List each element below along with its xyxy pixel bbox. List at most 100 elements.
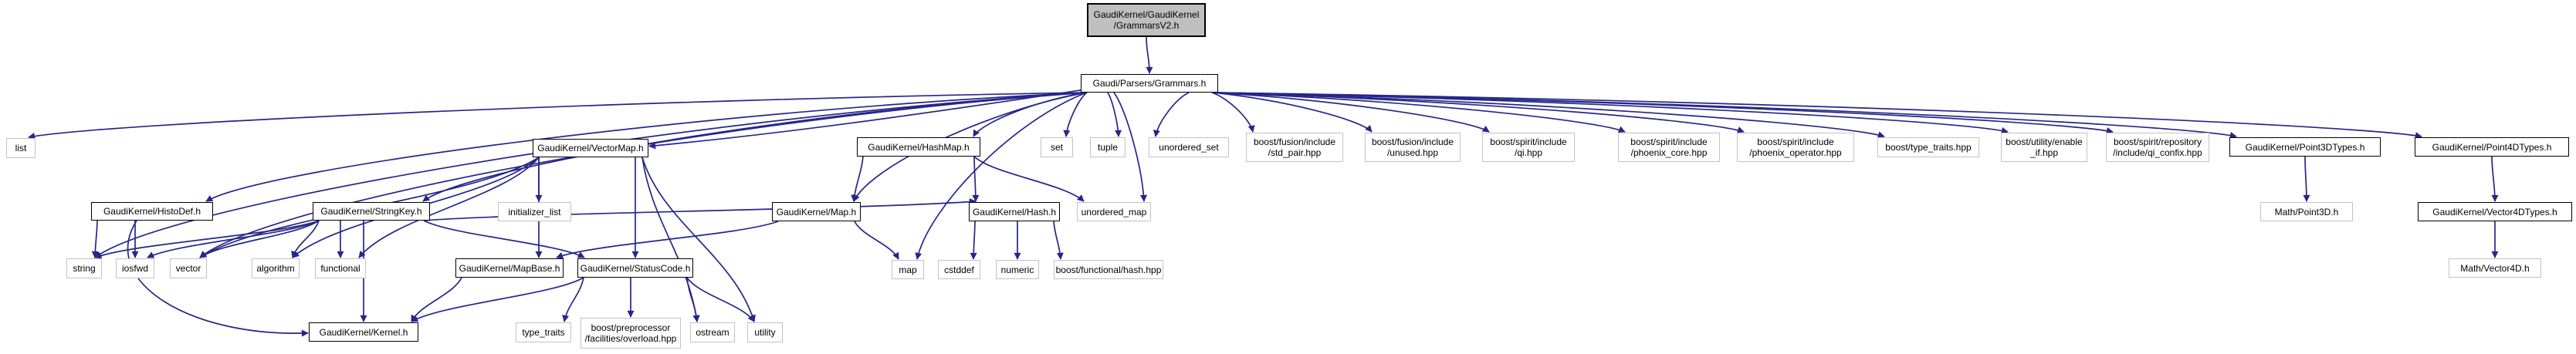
node-label: /qi.hpp [1514, 147, 1543, 158]
node-qi: boost/spirit/include/qi.hpp [1482, 133, 1575, 162]
node-label: boost/spirit/include [1757, 137, 1834, 147]
node-phoenix_core: boost/spirit/include/phoenix_core.hpp [1618, 133, 1720, 162]
edge-statuscode-to-type_traits_std [562, 277, 584, 322]
edge-stringkey-to-statuscode [423, 220, 585, 258]
edge-hash_h-to-boost_hash [1053, 221, 1064, 260]
node-label: vector [175, 263, 201, 274]
node-set: set [1041, 137, 1073, 157]
node-label: boost/spirit/repository [2113, 137, 2202, 147]
node-label: cstddef [944, 264, 974, 275]
node-label: /facilities/overload.hpp [584, 333, 677, 344]
edge-hashmap-to-hash_h [972, 156, 980, 202]
node-hashmap[interactable]: GaudiKernel/HashMap.h [857, 137, 980, 157]
edge-grammars-to-histodef [205, 92, 1088, 202]
node-label: /GrammarsV2.h [1113, 20, 1180, 31]
node-point4dtypes[interactable]: GaudiKernel/Point4DTypes.h [2415, 137, 2569, 157]
node-stringkey[interactable]: GaudiKernel/StringKey.h [313, 202, 430, 221]
node-unordered_map: unordered_map [1077, 202, 1151, 221]
edge-grammars-to-phoenix_core [1211, 92, 1626, 133]
edge-grammars-to-std_pair [1211, 92, 1255, 133]
node-statuscode[interactable]: GaudiKernel/StatusCode.h [577, 258, 693, 278]
node-iosfwd: iosfwd [116, 258, 154, 278]
node-label: boost/spirit/include [1490, 137, 1567, 147]
edge-map_h-to-mapbase [556, 221, 779, 259]
edge-grammars-to-set [1063, 92, 1088, 137]
edge-histodef-to-string [91, 220, 99, 258]
node-type_traits_std: type_traits [516, 322, 571, 342]
edge-grammars-to-tuple [1107, 92, 1122, 137]
edge-point4dtypes-to-vector4dtypes [2491, 156, 2499, 202]
node-label: boost/fusion/include [1253, 137, 1336, 147]
node-overload: boost/preprocessor/facilities/overload.h… [581, 318, 681, 349]
node-label: iosfwd [121, 263, 148, 274]
node-math_point3d: Math/Point3D.h [2260, 202, 2353, 221]
node-enable_if: boost/utility/enable_if.hpp [2001, 133, 2087, 162]
node-std_pair: boost/fusion/include/std_pair.hpp [1246, 133, 1343, 162]
node-label: GaudiKernel/GaudiKernel [1093, 9, 1200, 20]
edge-grammars-to-unordered_set [1153, 92, 1190, 137]
node-vector4dtypes[interactable]: GaudiKernel/Vector4DTypes.h [2418, 202, 2572, 221]
node-label: GaudiKernel/Vector4DTypes.h [2432, 206, 2557, 217]
edge-grammars-to-vector [199, 92, 1088, 258]
node-label: boost/fusion/include [1371, 137, 1454, 147]
edge-grammars-to-unordered_map [1113, 92, 1147, 202]
node-functional: functional [315, 258, 366, 278]
node-map_h[interactable]: GaudiKernel/Map.h [772, 202, 861, 221]
node-string: string [66, 258, 102, 278]
edge-hashmap-to-unordered_map [973, 156, 1085, 202]
node-label: GaudiKernel/HistoDef.h [103, 206, 201, 217]
node-grammarsv2: GaudiKernel/GaudiKernel/GrammarsV2.h [1087, 3, 1206, 37]
node-label: /phoenix_operator.hpp [1749, 147, 1842, 158]
node-label: /include/qi_confix.hpp [2113, 147, 2202, 158]
edge-point3dtypes-to-math_point3d [2303, 156, 2310, 202]
edge-statuscode-to-kernel [411, 277, 584, 322]
edge-grammars-to-point3dtypes [1211, 92, 2237, 139]
node-point3dtypes[interactable]: GaudiKernel/Point3DTypes.h [2229, 137, 2381, 157]
node-vectormap[interactable]: GaudiKernel/VectorMap.h [533, 139, 648, 157]
edge-grammars-to-map_std [915, 92, 1088, 260]
node-vector: vector [170, 258, 207, 278]
node-label: functional [320, 263, 361, 274]
node-label: _if.hpp [2029, 147, 2059, 158]
edge-grammars-to-qi [1211, 92, 1490, 133]
node-label: unordered_set [1159, 142, 1219, 153]
node-label: Gaudi/Parsers/Grammars.h [1092, 78, 1207, 89]
node-label: GaudiKernel/StatusCode.h [580, 262, 691, 274]
node-boost_hash: boost/functional/hash.hpp [1054, 260, 1163, 279]
node-label: /std_pair.hpp [1268, 147, 1322, 158]
node-grammars[interactable]: Gaudi/Parsers/Grammars.h [1081, 74, 1218, 93]
node-histodef[interactable]: GaudiKernel/HistoDef.h [91, 202, 213, 221]
edge-map_h-to-map_std [854, 221, 899, 260]
edge-grammars-to-point4dtypes [1211, 92, 2422, 140]
node-label: type_traits [522, 327, 565, 338]
edge-grammars-to-vectormap [648, 89, 1086, 150]
node-label: tuple [1097, 142, 1119, 153]
edge-grammarsv2-to-grammars [1146, 36, 1153, 74]
node-label: GaudiKernel/HashMap.h [868, 141, 970, 153]
node-utility: utility [747, 322, 783, 342]
node-label: algorithm [256, 263, 295, 274]
node-mapbase[interactable]: GaudiKernel/MapBase.h [455, 258, 564, 278]
node-label: GaudiKernel/StringKey.h [320, 206, 422, 217]
node-hash_h[interactable]: GaudiKernel/Hash.h [969, 202, 1060, 221]
node-label: list [15, 143, 27, 153]
edge-grammars-to-type_traits_hpp [1211, 92, 1885, 139]
node-unused: boost/fusion/include/unused.hpp [1365, 133, 1461, 162]
edge-vectormap-to-utility [641, 157, 756, 322]
node-label: boost/utility/enable [2006, 137, 2083, 147]
node-label: GaudiKernel/Hash.h [972, 206, 1057, 217]
edge-grammars-to-unused [1211, 92, 1373, 133]
edge-grammars-to-stringkey [422, 92, 1088, 202]
node-kernel[interactable]: GaudiKernel/Kernel.h [309, 322, 418, 342]
edge-stringkey-to-hash_h [423, 198, 977, 221]
node-map_std: map [892, 260, 924, 279]
node-label: GaudiKernel/VectorMap.h [537, 143, 644, 153]
node-label: unordered_map [1081, 206, 1147, 217]
node-qi_confix: boost/spirit/repository/include/qi_confi… [2106, 133, 2209, 162]
node-label: boost/functional/hash.hpp [1055, 264, 1162, 275]
node-numeric: numeric [996, 260, 1039, 279]
node-label: set [1050, 142, 1063, 153]
node-label: Math/Point3D.h [2274, 206, 2339, 217]
edge-statuscode-to-utility [686, 277, 755, 322]
